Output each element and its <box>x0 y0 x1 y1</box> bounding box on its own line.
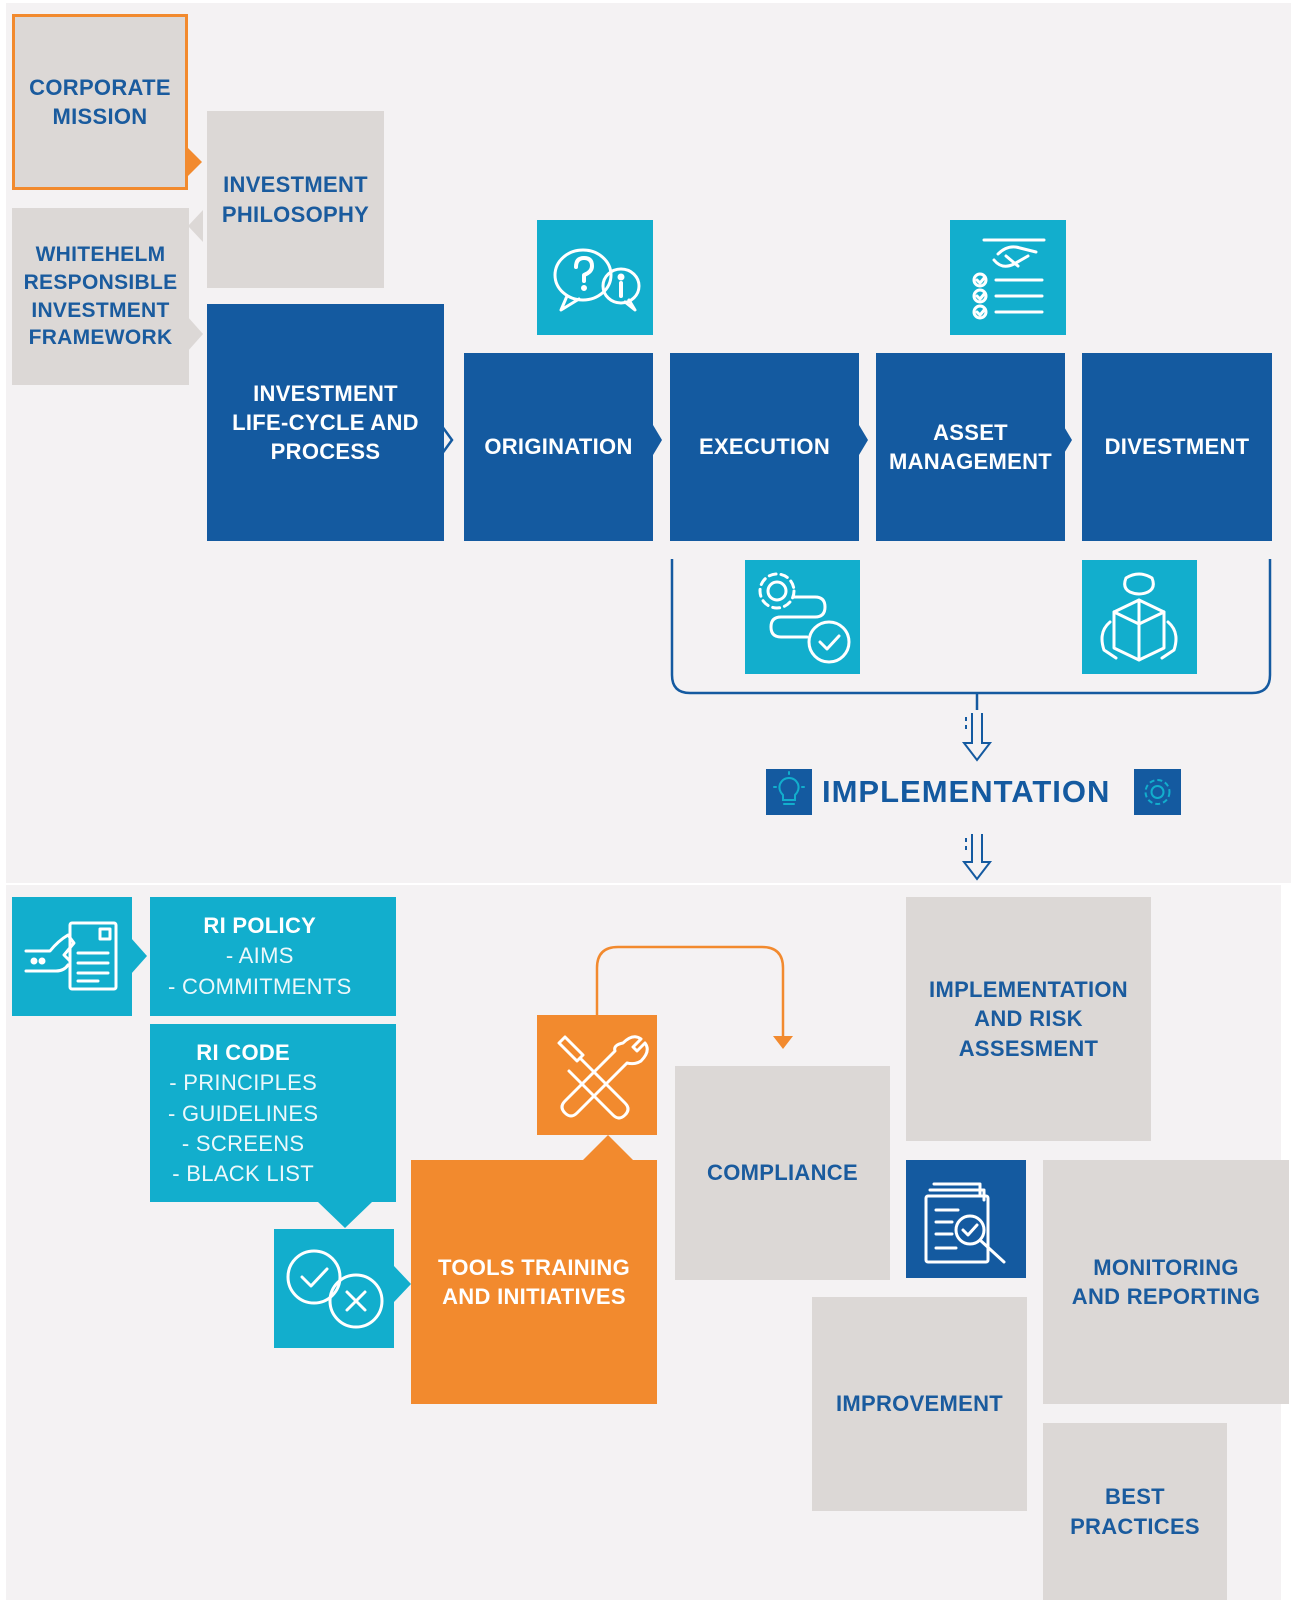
phase-bracket <box>670 559 1272 695</box>
handshake-checklist-icon <box>950 220 1066 335</box>
ri-policy-box: RI POLICY - AIMS - COMMITMENTS <box>150 897 396 1016</box>
lifecycle-box: INVESTMENT LIFE-CYCLE AND PROCESS <box>207 304 444 541</box>
policy-pointer <box>131 938 147 974</box>
ri-code-item-screens: - SCREENS <box>181 1131 305 1157</box>
philosophy-pointer <box>188 210 203 242</box>
improvement-label: IMPROVEMENT <box>835 1391 1004 1417</box>
asset-management-label: ASSET MANAGEMENT <box>888 419 1053 474</box>
document-magnifier-icon <box>906 1160 1026 1278</box>
down-arrow-1 <box>961 713 993 762</box>
framework-label: WHITEHELM RESPONSIBLE INVESTMENT FRAMEWO… <box>23 243 178 350</box>
monitoring-reporting-box: MONITORING AND REPORTING <box>1043 1160 1289 1404</box>
lightbulb-icon <box>766 769 812 815</box>
implementation-label: IMPLEMENTATION <box>822 774 1111 809</box>
ri-code-item-black-list: - BLACK LIST <box>172 1161 315 1187</box>
origination-box: ORIGINATION <box>464 353 653 541</box>
down-arrow-2 <box>961 834 993 881</box>
divestment-box: DIVESTMENT <box>1082 353 1272 541</box>
ri-code-box: RI CODE - PRINCIPLES - GUIDELINES - SCRE… <box>150 1024 396 1202</box>
code-pointer <box>318 1202 372 1228</box>
check-cross-icon <box>274 1229 394 1348</box>
implementation-risk-label: IMPLEMENTATION AND RISK ASSESMENT <box>929 977 1128 1061</box>
wrench-screwdriver-icon <box>537 1015 657 1135</box>
execution-label: EXECUTION <box>698 434 831 460</box>
tools-training-box: TOOLS TRAINING AND INITIATIVES <box>411 1160 657 1404</box>
hands-globe-icon <box>1082 560 1197 674</box>
tools-training-label: TOOLS TRAINING AND INITIATIVES <box>437 1254 631 1309</box>
best-practices-box: BEST PRACTICES <box>1043 1423 1227 1600</box>
ri-policy-title: RI POLICY <box>203 913 317 938</box>
monitoring-reporting-label: MONITORING AND REPORTING <box>1071 1254 1261 1309</box>
ri-policy-item-commitments: - COMMITMENTS <box>168 973 352 999</box>
framework-pointer <box>187 316 203 352</box>
gear-path-check-icon <box>745 560 860 674</box>
implementation-risk-box: IMPLEMENTATION AND RISK ASSESMENT <box>906 897 1151 1141</box>
lifecycle-label: INVESTMENT LIFE-CYCLE AND PROCESS <box>232 380 419 465</box>
divestment-label: DIVESTMENT <box>1104 434 1250 460</box>
corporate-mission-label: CORPORATE MISSION <box>29 74 171 129</box>
chevron-2 <box>650 420 662 460</box>
chevron-3 <box>856 420 868 460</box>
compliance-label: COMPLIANCE <box>707 1160 858 1186</box>
corporate-mission-box: CORPORATE MISSION <box>12 14 188 190</box>
mission-pointer <box>185 145 202 179</box>
ri-code-title: RI CODE <box>196 1040 291 1065</box>
ri-policy-item-aims: - AIMS <box>225 943 294 969</box>
gear-icon <box>1134 769 1181 815</box>
tools-pointer <box>583 1135 633 1160</box>
orange-loop-arrow <box>595 945 785 1036</box>
investment-philosophy-label: INVESTMENT PHILOSOPHY <box>221 172 370 227</box>
asset-management-box: ASSET MANAGEMENT <box>876 353 1065 541</box>
check-pointer <box>394 1266 411 1302</box>
framework-box: WHITEHELM RESPONSIBLE INVESTMENT FRAMEWO… <box>12 208 189 385</box>
execution-box: EXECUTION <box>670 353 859 541</box>
implementation-title: IMPLEMENTATION <box>822 768 1122 816</box>
best-practices-label: BEST PRACTICES <box>1070 1484 1200 1539</box>
hand-document-icon <box>12 897 132 1016</box>
compliance-box: COMPLIANCE <box>675 1066 890 1280</box>
investment-philosophy-box: INVESTMENT PHILOSOPHY <box>207 111 384 288</box>
ri-code-item-guidelines: - GUIDELINES <box>168 1100 319 1126</box>
ri-code-item-principles: - PRINCIPLES <box>169 1070 318 1096</box>
question-info-bubbles-icon <box>537 220 653 335</box>
improvement-box: IMPROVEMENT <box>812 1297 1027 1511</box>
origination-label: ORIGINATION <box>484 434 633 460</box>
orange-arrowhead <box>773 1036 793 1049</box>
